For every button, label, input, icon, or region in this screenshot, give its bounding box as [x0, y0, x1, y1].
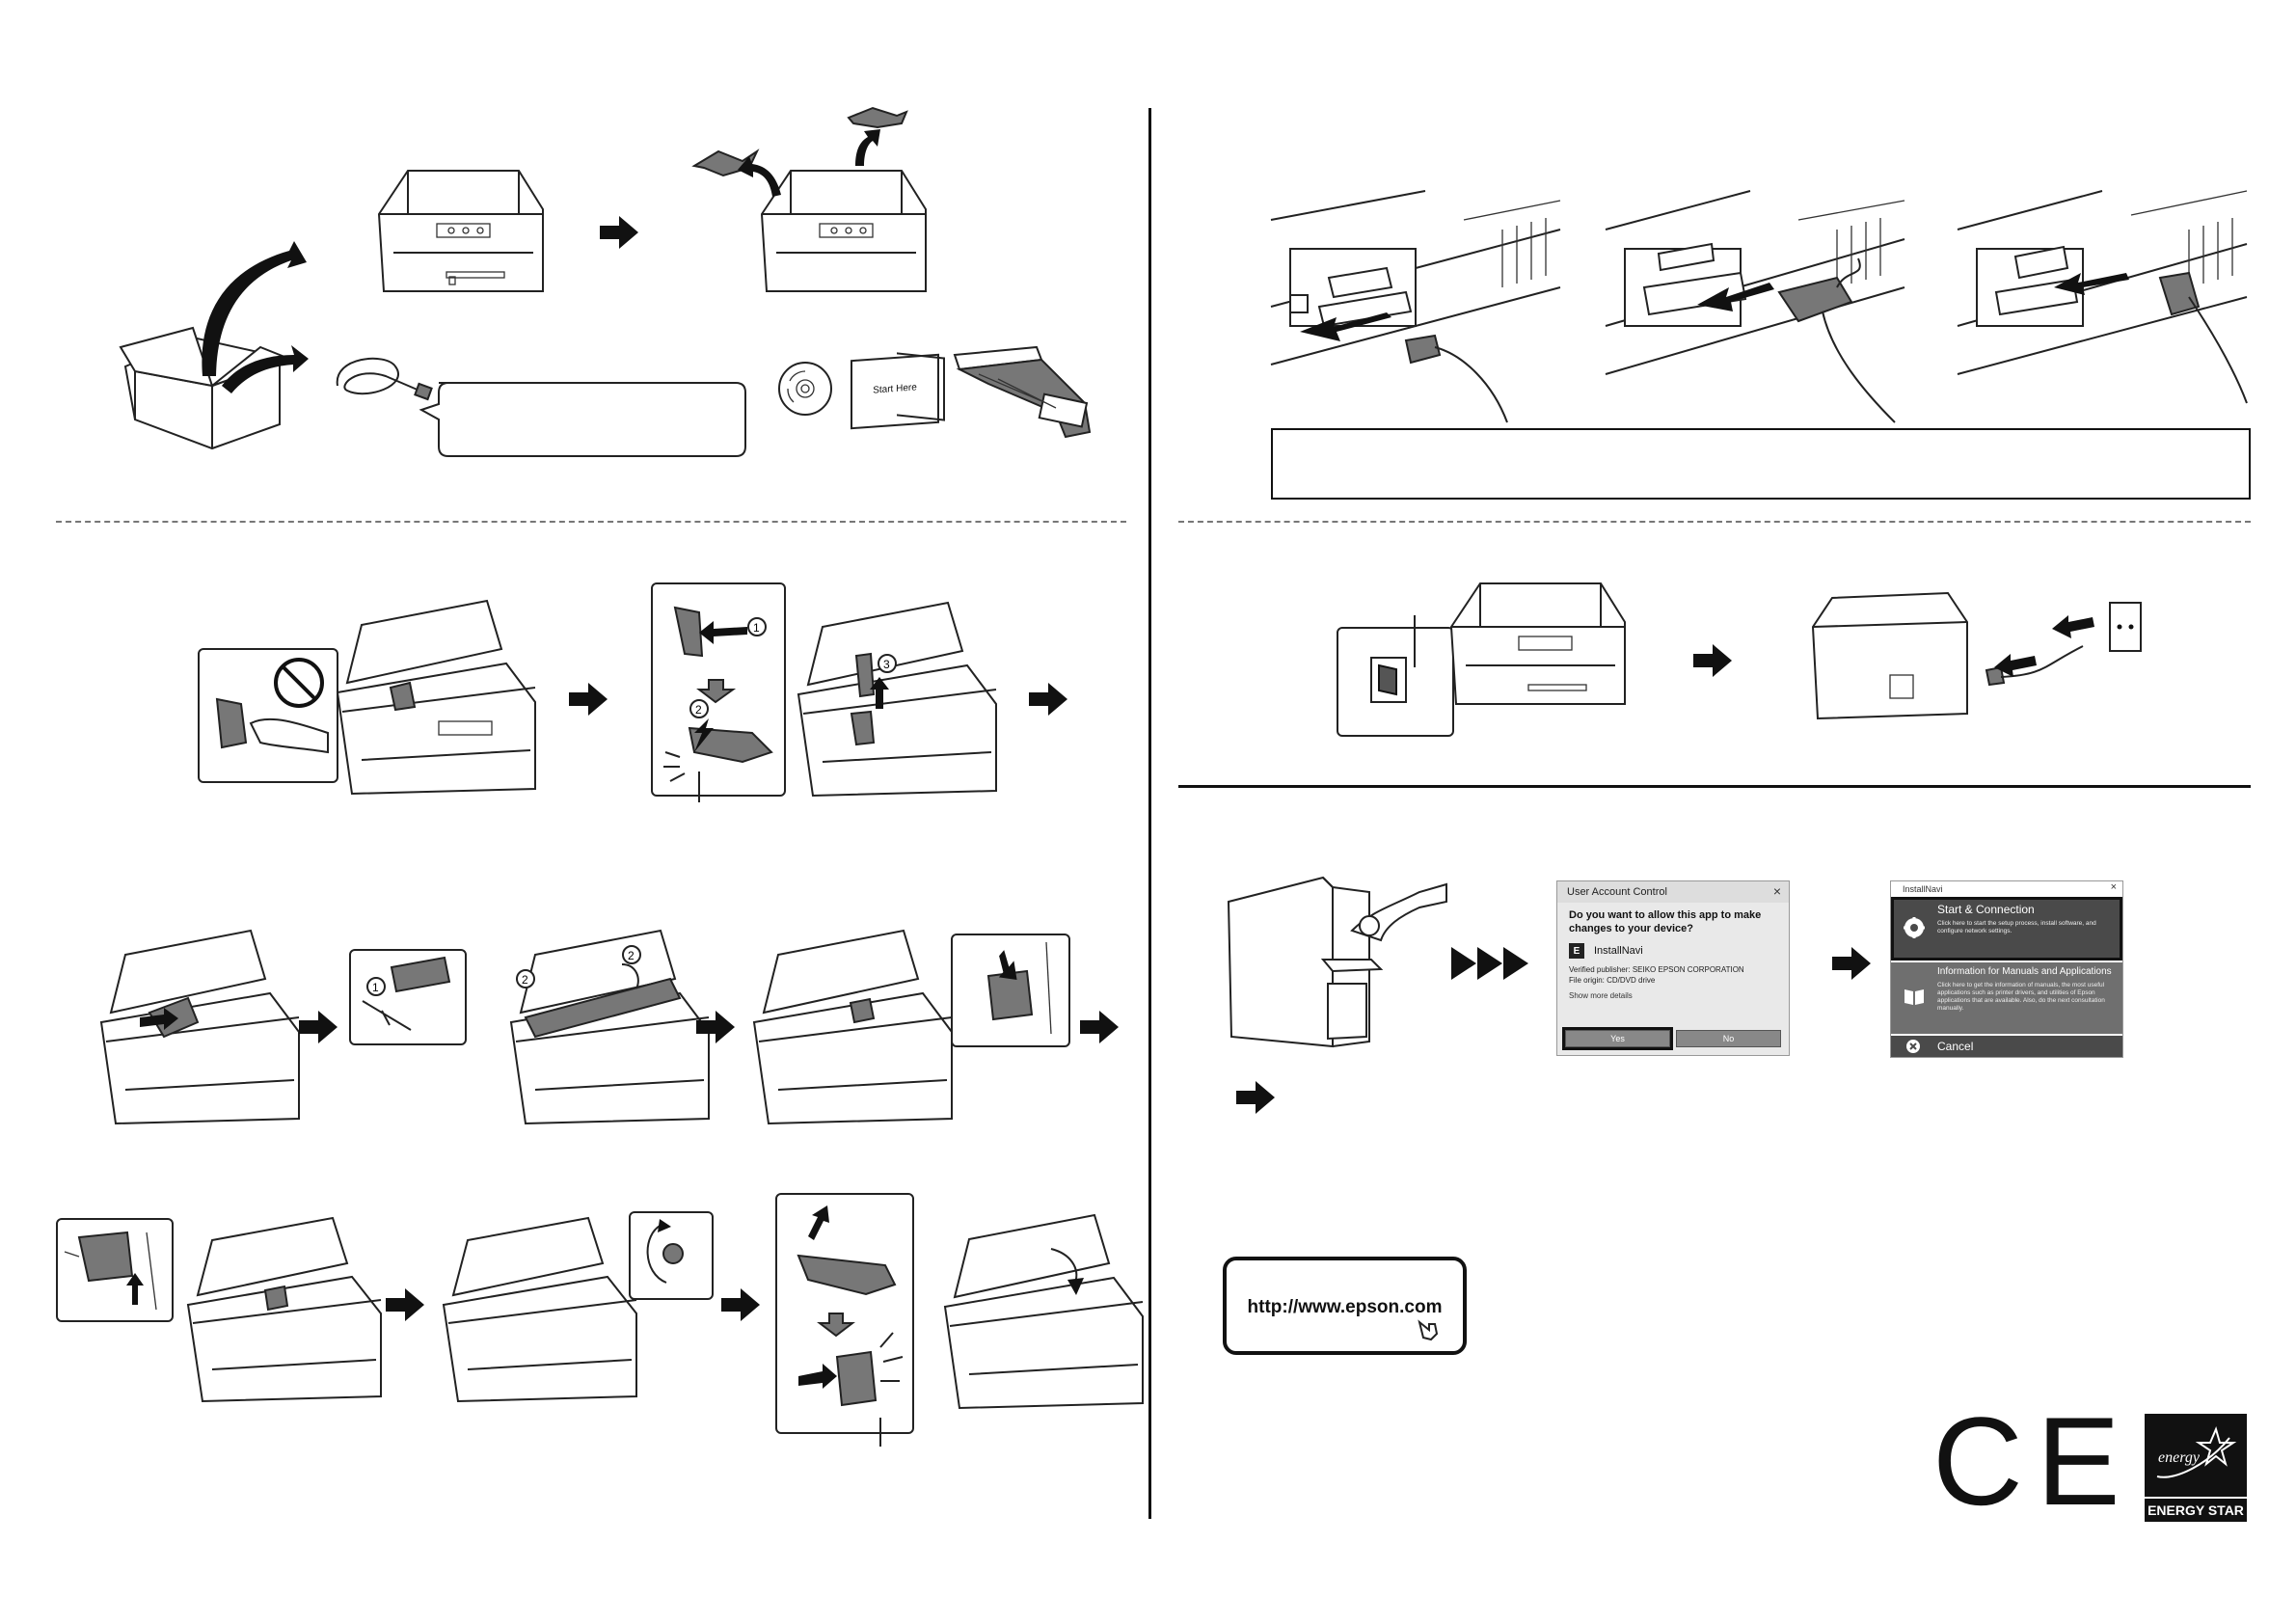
close-icon[interactable]: × — [2110, 881, 2117, 893]
energy-star-icon: energy — [2156, 1426, 2237, 1478]
installnavi-window: InstallNavi × Start & Connection Click h… — [1890, 880, 2123, 1058]
open-printer-illustration-1 — [336, 599, 536, 796]
printhead-detail — [986, 941, 1052, 1035]
dialog-buttons: Yes No — [1562, 1027, 1781, 1050]
release-lever-printer-illustration — [186, 1216, 382, 1403]
ribbon-insert-illustration — [99, 929, 300, 1125]
svg-text:2: 2 — [522, 973, 528, 987]
open-printer-illustration-2: 3 — [797, 601, 997, 798]
power-switch-icon — [1370, 657, 1407, 703]
dialog-title: User Account Control — [1557, 881, 1789, 903]
switch-callout-line — [1414, 615, 1416, 667]
energy-star-logo: energy ENERGY STAR — [2145, 1414, 2247, 1522]
start-here-sheet-back — [897, 352, 945, 421]
ribbon-tension-illustration: 2 2 — [509, 929, 710, 1125]
installnavi-title-text: InstallNavi — [1903, 884, 1943, 894]
next-arrow-icon — [1832, 947, 1871, 980]
next-arrow-icon — [1236, 1081, 1275, 1114]
start-connection-desc: Click here to start the setup process, i… — [1937, 920, 2096, 934]
close-icon[interactable]: × — [1772, 883, 1781, 899]
ribbon-guide-detail: 1 — [362, 956, 451, 1031]
manuals-applications-title: Information for Manuals and Applications — [1937, 966, 2112, 977]
cancel-icon — [1906, 1040, 1920, 1053]
right-solid-divider — [1178, 785, 2251, 788]
manuals-applications-item[interactable]: Information for Manuals and Applications… — [1891, 962, 2122, 1034]
start-connection-title: Start & Connection — [1937, 903, 2035, 916]
next-arrow-icon — [1029, 683, 1067, 716]
printer-front-illustration — [1449, 582, 1626, 705]
start-connection-item[interactable]: Start & Connection Click here to start t… — [1891, 897, 2122, 961]
printhead-close-illustration — [752, 929, 953, 1125]
next-arrow-icon — [600, 216, 638, 249]
computer-cd-insert-illustration — [1227, 876, 1447, 1048]
yes-button[interactable]: Yes — [1562, 1027, 1673, 1050]
pointer-hand-icon — [1418, 1319, 1439, 1341]
close-cover-printer-illustration — [943, 1213, 1144, 1410]
svg-text:3: 3 — [883, 658, 890, 671]
next-arrow-icon — [1080, 1011, 1119, 1043]
energy-script: energy — [2158, 1449, 2201, 1466]
show-more-details-link[interactable]: Show more details — [1569, 991, 1633, 1000]
next-arrow-icon — [1503, 947, 1528, 980]
right-section-divider — [1178, 521, 2251, 523]
power-cord-illustration — [336, 357, 433, 401]
triple-arrow — [1451, 947, 1530, 980]
parallel-connection-illustration — [1605, 190, 1905, 423]
cd-illustration — [778, 362, 832, 416]
manuals-applications-desc: Click here to get the information of man… — [1937, 982, 2105, 1012]
ce-mark: CE — [1932, 1398, 2120, 1524]
shipping-box-illustration — [119, 241, 309, 450]
next-arrow-icon — [696, 1011, 735, 1043]
note-callout — [419, 382, 746, 457]
next-arrow-icon — [299, 1011, 338, 1043]
uac-dialog: User Account Control × Do you want to al… — [1556, 880, 1790, 1056]
website-url-box: http://www.epson.com — [1223, 1257, 1467, 1355]
next-arrow-icon — [569, 683, 608, 716]
dialog-app-row: E InstallNavi — [1557, 935, 1789, 964]
svg-text:2: 2 — [695, 703, 702, 717]
printer-tape-removal-illustration — [691, 106, 927, 292]
lock-reinstall-detail — [797, 1205, 904, 1407]
transport-lock-steps-illustration: 1 2 — [663, 606, 773, 782]
cancel-item[interactable]: Cancel — [1891, 1036, 2122, 1057]
dialog-app-name: InstallNavi — [1594, 945, 1643, 957]
website-url[interactable]: http://www.epson.com — [1247, 1297, 1443, 1317]
callout-line — [698, 771, 700, 802]
ribbon-cartridge-illustration — [953, 345, 1092, 439]
svg-text:1: 1 — [372, 981, 379, 994]
release-lever-detail — [64, 1231, 157, 1311]
knob-printer-illustration — [442, 1216, 637, 1403]
left-section-divider — [56, 521, 1126, 523]
printer-rear-power-illustration — [1811, 591, 2142, 720]
printer-illustration — [377, 170, 544, 292]
dialog-publisher: Verified publisher: SEIKO EPSON CORPORAT… — [1569, 965, 1744, 974]
next-arrow-icon — [721, 1288, 760, 1321]
callout-line-2 — [879, 1418, 881, 1447]
dialog-question: Do you want to allow this app to make ch… — [1569, 909, 1762, 934]
gear-icon — [1904, 917, 1925, 938]
installnavi-app-icon: E — [1569, 943, 1584, 959]
svg-text:2: 2 — [628, 949, 635, 962]
svg-text:1: 1 — [753, 621, 760, 635]
hand-on-printhead-illustration — [215, 697, 329, 754]
installnavi-title: InstallNavi — [1891, 881, 2122, 897]
prohibited-icon — [274, 658, 324, 708]
serial-connection-illustration — [1957, 190, 2248, 404]
next-arrow-icon — [386, 1288, 424, 1321]
no-button[interactable]: No — [1676, 1030, 1781, 1047]
center-divider — [1148, 108, 1151, 1519]
usb-connection-illustration — [1270, 190, 1561, 423]
ce-mark-text: CE — [1932, 1391, 2134, 1531]
book-icon — [1904, 989, 1924, 1005]
cancel-title: Cancel — [1937, 1040, 1974, 1053]
dialog-origin: File origin: CD/DVD drive — [1569, 976, 1656, 985]
energy-star-text: ENERGY STAR — [2145, 1497, 2247, 1522]
connection-note-box — [1271, 428, 2251, 500]
next-arrow-icon — [1693, 644, 1732, 677]
knob-rotate-detail — [646, 1219, 684, 1284]
next-arrow-icon — [1477, 947, 1502, 980]
next-arrow-icon — [1451, 947, 1476, 980]
